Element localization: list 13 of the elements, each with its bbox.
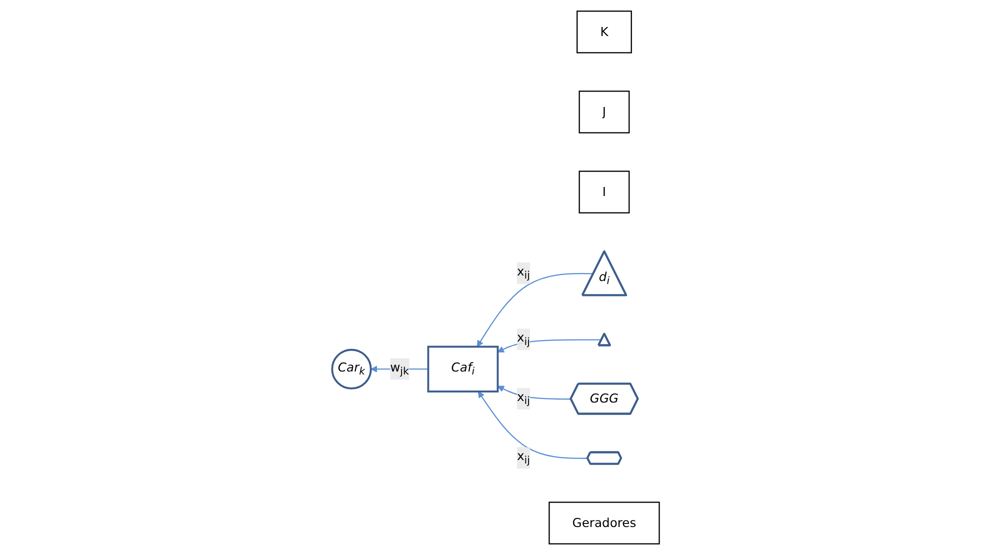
edge-label: x$_{ij}$	[517, 389, 530, 408]
arrow	[478, 391, 588, 459]
node-box: Geradores	[548, 502, 660, 544]
arrow	[477, 273, 594, 348]
node-box: K	[576, 10, 632, 54]
node-box: Caf$_{i}$	[428, 346, 499, 392]
edge-label: x$_{ij}$	[517, 330, 530, 348]
edge-label: x$_{ij}$	[517, 448, 530, 467]
node-box: I	[579, 170, 630, 214]
node-circle: Car$_{k}$	[331, 348, 372, 390]
edge-label: w$_{jk}$	[390, 360, 410, 378]
arrow	[498, 339, 602, 352]
edge-label: x$_{ij}$	[517, 264, 530, 282]
